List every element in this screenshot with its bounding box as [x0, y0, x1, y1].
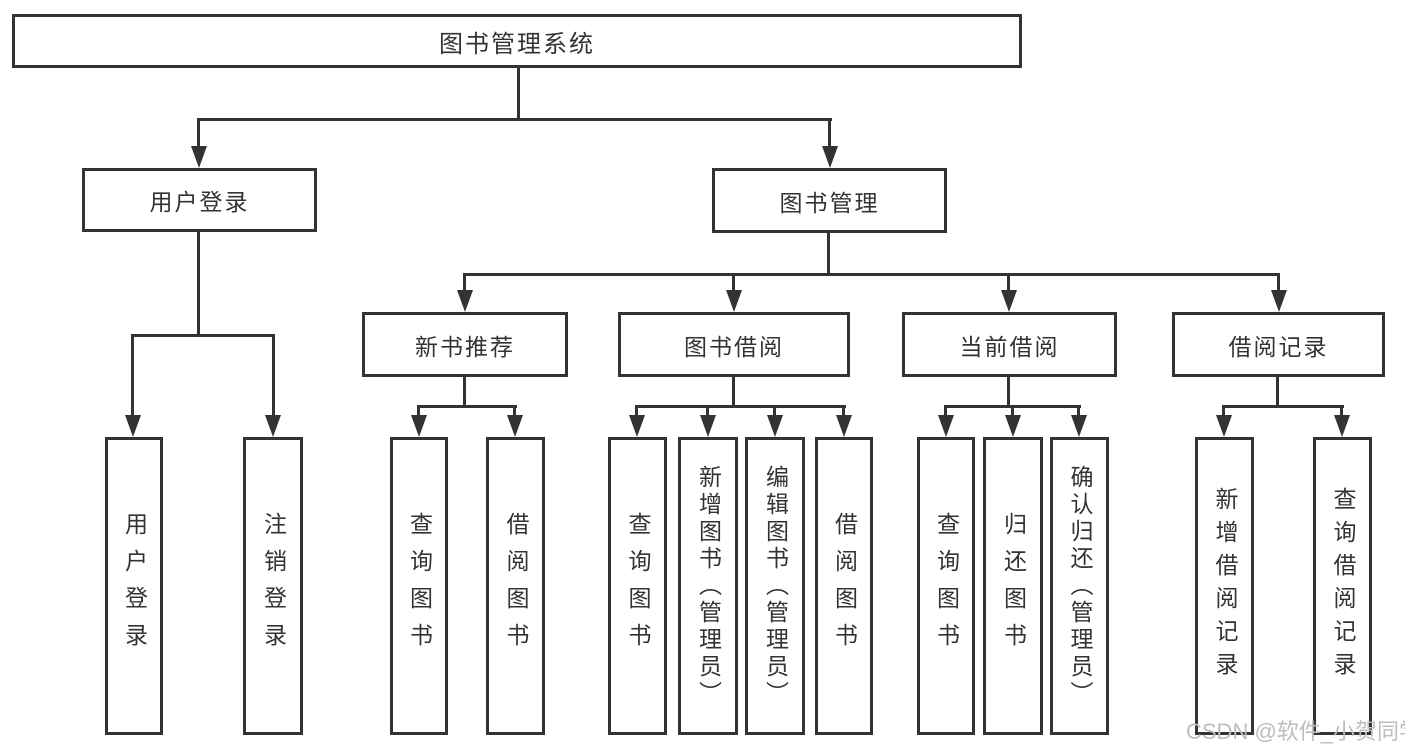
connector-group0-branch [417, 405, 517, 408]
leaf-query-books-borrow: 查询图书 [608, 437, 667, 735]
node-current-borrow: 当前借阅 [902, 312, 1117, 377]
leaf-label: 注销登录 [260, 512, 287, 660]
node-book-management: 图书管理 [712, 168, 947, 233]
connector-user-login-drop-1 [272, 334, 275, 417]
connector-group0-drop-0 [417, 405, 420, 417]
arrow-down-icon [1005, 415, 1021, 437]
leaf-return-books: 归还图书 [983, 437, 1043, 735]
connector-book-mgmt-branch [463, 273, 1280, 276]
node-new-book-recommend-label: 新书推荐 [415, 333, 515, 360]
node-borrow-records: 借阅记录 [1172, 312, 1385, 377]
connector-user-login-stem [197, 232, 200, 337]
leaf-label: 用户登录 [121, 512, 148, 660]
arrow-down-icon [507, 415, 523, 437]
connector-group1-branch [635, 405, 846, 408]
connector-group2-stem [1007, 377, 1010, 408]
node-new-book-recommend: 新书推荐 [362, 312, 568, 377]
arrow-down-icon [265, 415, 281, 437]
node-book-management-label: 图书管理 [779, 189, 880, 216]
arrow-down-icon [836, 415, 852, 437]
leaf-borrow-books-recommend: 借阅图书 [486, 437, 545, 735]
node-borrow-records-label: 借阅记录 [1228, 333, 1329, 360]
node-root: 图书管理系统 [12, 14, 1022, 68]
arrow-down-icon [726, 290, 742, 312]
arrow-down-icon [700, 415, 716, 437]
leaf-label: 查询图书 [933, 512, 960, 660]
node-book-borrow-label: 图书借阅 [684, 333, 784, 360]
connector-user-login-drop-0 [131, 334, 134, 417]
leaf-label: 查询图书 [406, 512, 433, 660]
connector-group1-drop-0 [635, 405, 638, 417]
connector-group3-drop-1 [1340, 405, 1343, 417]
node-user-login-label: 用户登录 [149, 189, 250, 215]
watermark: CSDN @软件_小贺同学 [1186, 719, 1405, 744]
node-user-login: 用户登录 [82, 168, 317, 232]
connector-group2-drop-1 [1011, 405, 1014, 417]
connector-group1-drop-2 [773, 405, 776, 417]
leaf-user-login: 用户登录 [105, 437, 163, 735]
connector-book-mgmt-drop-2 [1007, 273, 1010, 292]
connector-root-stem [517, 68, 520, 121]
connector-group1-drop-3 [842, 405, 845, 417]
leaf-label: 确认归还（管理员） [1067, 464, 1093, 708]
node-current-borrow-label: 当前借阅 [959, 333, 1060, 360]
arrow-down-icon [822, 146, 838, 168]
leaf-query-borrow-record: 查询借阅记录 [1313, 437, 1372, 735]
connector-group1-drop-1 [706, 405, 709, 417]
leaf-logout: 注销登录 [243, 437, 303, 735]
connector-user-login-branch [131, 334, 275, 337]
leaf-borrow-books: 借阅图书 [815, 437, 873, 735]
connector-root-drop-left [197, 118, 200, 148]
arrow-down-icon [125, 415, 141, 437]
node-root-label: 图书管理系统 [439, 30, 595, 58]
arrow-down-icon [938, 415, 954, 437]
node-book-borrow: 图书借阅 [618, 312, 850, 377]
leaf-label: 借阅图书 [503, 512, 529, 660]
arrow-down-icon [411, 415, 427, 437]
connector-group0-stem [463, 377, 466, 408]
connector-book-mgmt-drop-1 [732, 273, 735, 292]
connector-group2-drop-2 [1077, 405, 1080, 417]
arrow-down-icon [1271, 290, 1287, 312]
arrow-down-icon [1334, 415, 1350, 437]
leaf-label: 归还图书 [1000, 512, 1027, 660]
leaf-query-books-current: 查询图书 [917, 437, 975, 735]
connector-group3-stem [1276, 377, 1279, 408]
connector-root-branch [197, 118, 832, 121]
leaf-add-borrow-record: 新增借阅记录 [1195, 437, 1254, 735]
leaf-add-books-admin: 新增图书（管理员） [678, 437, 738, 735]
connector-root-drop-right [828, 118, 831, 148]
connector-book-mgmt-drop-0 [463, 273, 466, 292]
connector-group0-drop-1 [513, 405, 516, 417]
leaf-label: 新增借阅记录 [1212, 487, 1238, 685]
connector-book-mgmt-stem [827, 233, 830, 276]
leaf-label: 新增图书（管理员） [695, 464, 722, 708]
leaf-query-books-recommend: 查询图书 [390, 437, 448, 735]
leaf-label: 查询借阅记录 [1330, 487, 1356, 685]
leaf-label: 编辑图书（管理员） [762, 464, 789, 708]
connector-group3-drop-0 [1222, 405, 1225, 417]
connector-book-mgmt-drop-3 [1277, 273, 1280, 292]
arrow-down-icon [767, 415, 783, 437]
leaf-confirm-return-admin: 确认归还（管理员） [1050, 437, 1109, 735]
connector-group3-branch [1222, 405, 1344, 408]
arrow-down-icon [1216, 415, 1232, 437]
arrow-down-icon [1071, 415, 1087, 437]
leaf-label: 查询图书 [625, 512, 651, 660]
connector-group1-stem [732, 377, 735, 408]
leaf-label: 借阅图书 [831, 512, 858, 660]
leaf-edit-books-admin: 编辑图书（管理员） [745, 437, 805, 735]
arrow-down-icon [629, 415, 645, 437]
arrow-down-icon [457, 290, 473, 312]
connector-group2-drop-0 [944, 405, 947, 417]
arrow-down-icon [1001, 290, 1017, 312]
arrow-down-icon [191, 146, 207, 168]
